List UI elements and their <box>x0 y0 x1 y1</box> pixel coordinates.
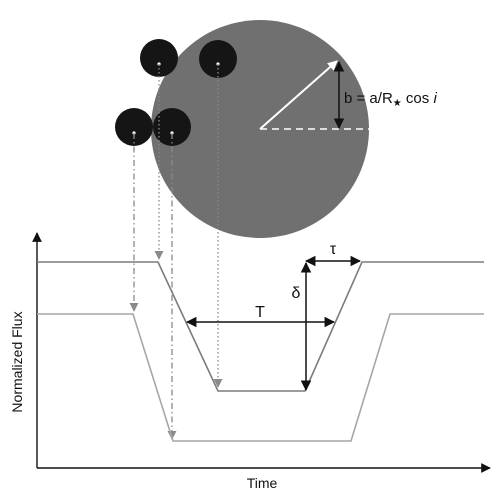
light-curve-upper <box>37 261 484 392</box>
y-axis-label: Normalized Flux <box>9 311 25 412</box>
impact-parameter-label: b = a/R★ cos i <box>344 90 437 109</box>
depth-label: δ <box>292 285 301 302</box>
total-duration-label: T <box>255 304 265 321</box>
planet-second-contact-lower <box>153 108 191 146</box>
planet-first-contact-upper <box>140 39 178 77</box>
planet-first-contact-lower <box>115 108 153 146</box>
ingress-duration-label: τ <box>330 241 337 258</box>
star-radius-arrow <box>259 60 338 130</box>
x-axis-label: Time <box>247 475 278 491</box>
light-curve-lower <box>37 313 484 442</box>
planet-mid-transit-upper <box>199 40 237 78</box>
